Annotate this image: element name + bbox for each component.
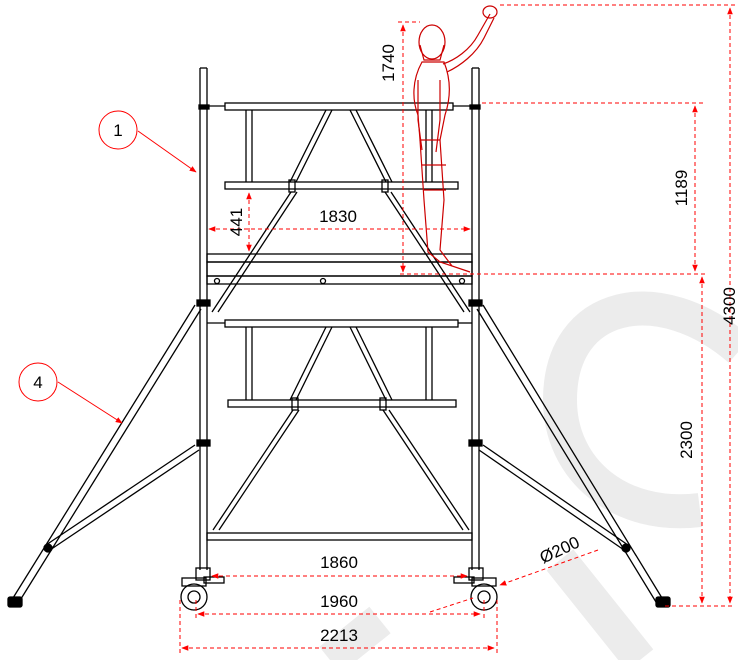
- left-caster: [180, 567, 225, 611]
- dim-toe-board: 441: [227, 208, 246, 236]
- scaffold-structure: [7, 67, 671, 611]
- upper-posts: [245, 109, 433, 183]
- dimension-lines: [179, 4, 735, 654]
- frame-clamps: [196, 104, 483, 447]
- callout-circle-1: [98, 110, 138, 150]
- callout-label-4: 4: [33, 373, 42, 392]
- human-figure: [413, 5, 498, 273]
- dim-platform-length: 1830: [319, 207, 357, 226]
- dim-platform-height: 2300: [677, 421, 696, 459]
- right-caster: [453, 567, 498, 611]
- lower-posts: [245, 326, 433, 401]
- watermark-logo: [319, 291, 738, 660]
- dim-guardrail-height: 1189: [672, 170, 691, 207]
- dim-figure-reach: 1740: [379, 44, 398, 82]
- dim-total-height: 4300: [720, 287, 738, 325]
- callout-label-1: 1: [113, 121, 122, 140]
- lower-braces: [212, 409, 470, 531]
- lower-mid-rail: [227, 397, 457, 411]
- dim-inner-base: 1860: [320, 553, 358, 572]
- outrigger-feet: [7, 543, 671, 608]
- platform-deck: [206, 253, 473, 285]
- top-guardrail: [207, 102, 472, 111]
- left-frame-upright: [199, 67, 208, 570]
- dim-outer-base: 1960: [320, 592, 358, 611]
- right-outrigger: [476, 304, 663, 603]
- right-frame-upright: [471, 67, 480, 570]
- bottom-rail: [206, 532, 473, 541]
- left-outrigger: [12, 304, 202, 603]
- dim-outrigger-span: 2213: [320, 626, 358, 645]
- callout-circle-4: [18, 362, 58, 402]
- callout-leaders: [18, 110, 197, 424]
- lower-top-rail: [207, 319, 472, 328]
